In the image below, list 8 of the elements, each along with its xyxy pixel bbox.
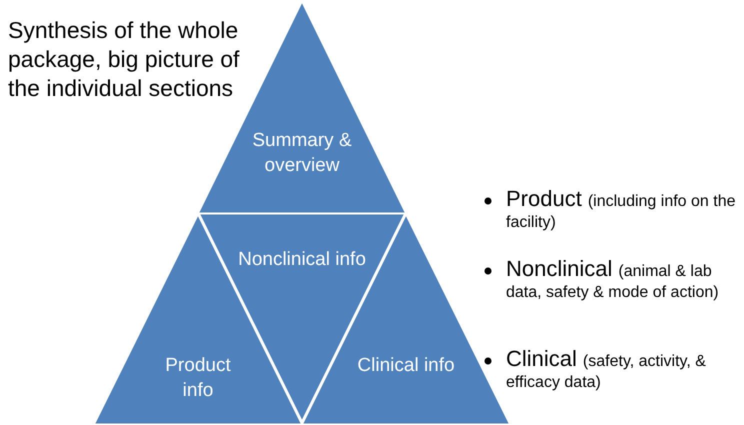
segment-label: Nonclinical info: [237, 248, 367, 272]
segment-label: Product info: [164, 354, 232, 403]
bullet-text: Product (including info on the facility): [506, 186, 736, 233]
bullet-text: Clinical (safety, activity, & efficacy data): [506, 346, 707, 393]
segment-label: Summary & overview: [251, 129, 353, 178]
bullet-text: Nonclinical (animal & lab data, safety & mode of action): [506, 256, 720, 303]
segment-label: Clinical info: [356, 354, 456, 378]
note-text: Synthesis of the whole package, big picture of the individual sections: [8, 16, 240, 103]
